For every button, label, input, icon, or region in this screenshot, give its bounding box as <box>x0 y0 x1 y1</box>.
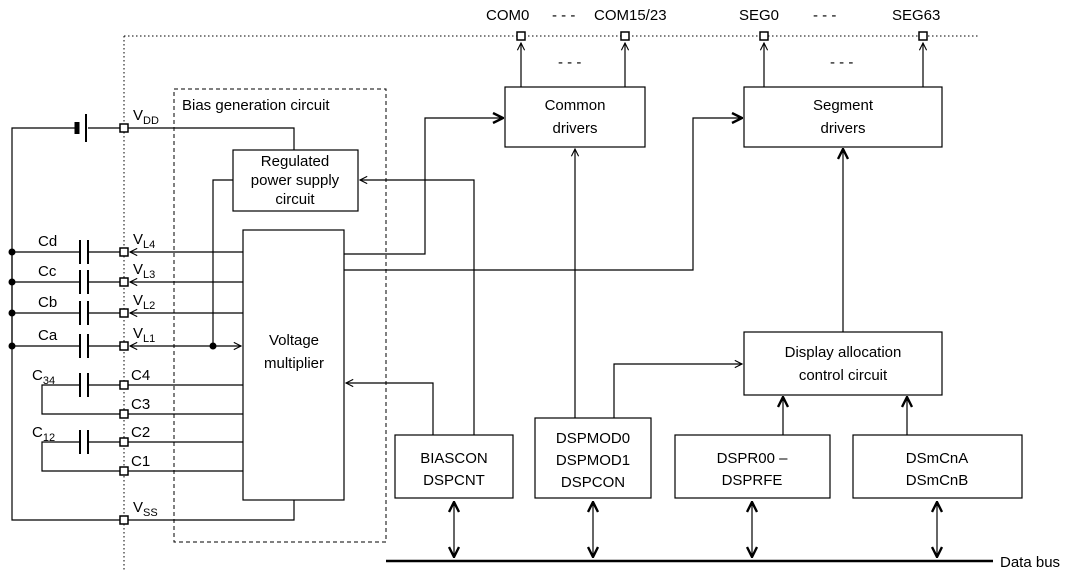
voltage-multiplier-line1: Voltage <box>269 332 319 349</box>
pin-vl2 <box>119 308 129 318</box>
vdd-supply-wire <box>128 127 295 150</box>
regulator-feed-junction <box>209 342 217 350</box>
common-drivers-line2: drivers <box>552 120 597 137</box>
voltage-multiplier-line2: multiplier <box>264 355 324 372</box>
battery-negative-wire <box>11 127 120 521</box>
display-allocation-line2: control circuit <box>799 367 888 384</box>
dsmcn-register-block <box>852 434 1023 499</box>
voltage-multiplier-block <box>242 229 345 501</box>
cap-label-cd: Cd <box>38 233 57 250</box>
regulated-supply-line1: Regulated <box>261 153 329 170</box>
dspmod-register-block <box>534 417 652 499</box>
regulated-supply-line2: power supply <box>251 172 340 189</box>
arrow-dspmod-to-allocation <box>613 364 742 418</box>
c34-wire-loop <box>41 384 243 415</box>
dspmod-line1: DSPMOD0 <box>556 430 630 447</box>
segment-drivers-line1: Segment <box>813 97 874 114</box>
pin-label-com-dash: - - - <box>552 7 575 24</box>
dsmcn-line1: DSmCnA <box>906 450 969 467</box>
pin-label-seg-dash: - - - <box>813 7 836 24</box>
pin-vdd <box>119 123 129 133</box>
segment-drivers-line2: drivers <box>820 120 865 137</box>
biascon-register-block <box>394 434 514 499</box>
pin-label-vdd: VDD <box>133 107 159 127</box>
rail-junction-vl3 <box>8 278 16 286</box>
pin-com0 <box>516 31 526 41</box>
pin-label-vl2: VL2 <box>133 292 155 312</box>
pin-vl4 <box>119 247 129 257</box>
dspr-line2: DSPRFE <box>722 472 783 489</box>
pin-label-c3: C3 <box>131 396 150 413</box>
regulated-power-supply-block <box>232 149 359 212</box>
pin-seg0 <box>759 31 769 41</box>
common-drivers-block <box>504 86 646 148</box>
pin-label-vl4: VL4 <box>133 231 155 251</box>
display-allocation-line1: Display allocation <box>785 344 902 361</box>
pin-label-seg63: SEG63 <box>892 7 940 24</box>
bold-line-to-common-drivers <box>344 118 503 255</box>
cap-label-cc: Cc <box>38 263 57 280</box>
pin-c2 <box>119 437 129 447</box>
biascon-line2: DSPCNT <box>423 472 485 489</box>
vss-wire <box>128 500 295 521</box>
data-bus-label: Data bus <box>1000 554 1060 571</box>
pin-com15-23 <box>620 31 630 41</box>
pin-label-vss: VSS <box>133 499 158 519</box>
pin-seg63 <box>918 31 928 41</box>
rail-junction-vl4 <box>8 248 16 256</box>
pin-label-vl3: VL3 <box>133 261 155 281</box>
cap-label-c34: C34 <box>32 367 55 387</box>
dspmod-line3: DSPCON <box>561 474 625 491</box>
pin-label-com15-23: COM15/23 <box>594 7 667 24</box>
seg-middle-dash: - - - <box>830 54 853 71</box>
bias-generation-title: Bias generation circuit <box>182 97 330 114</box>
pin-label-c1: C1 <box>131 453 150 470</box>
cap-label-c12: C12 <box>32 424 55 444</box>
rail-junction-vl2 <box>8 309 16 317</box>
pin-label-seg0: SEG0 <box>739 7 779 24</box>
pin-label-c2: C2 <box>131 424 150 441</box>
bias-generation-region <box>173 88 387 543</box>
rail-junction-vl1 <box>8 342 16 350</box>
regulated-supply-line3: circuit <box>275 191 315 208</box>
pin-label-c4: C4 <box>131 367 150 384</box>
common-drivers-line1: Common <box>545 97 606 114</box>
regulator-feed-wire <box>212 179 233 346</box>
pin-vl3 <box>119 277 129 287</box>
bold-line-to-segment-drivers <box>344 118 742 271</box>
display-allocation-block <box>743 331 943 396</box>
segment-drivers-block <box>743 86 943 148</box>
arrow-biascon-to-multiplier <box>346 383 434 435</box>
biascon-line1: BIASCON <box>420 450 488 467</box>
dspr-line1: DSPR00 – <box>717 450 789 467</box>
dspr-register-block <box>674 434 831 499</box>
dspmod-line2: DSPMOD1 <box>556 452 630 469</box>
pin-c4 <box>119 380 129 390</box>
com-middle-dash: - - - <box>558 54 581 71</box>
pin-label-com0: COM0 <box>486 7 529 24</box>
cap-label-cb: Cb <box>38 294 57 311</box>
pin-c1 <box>119 466 129 476</box>
pin-c3 <box>119 409 129 419</box>
pin-vss <box>119 515 129 525</box>
c12-wire-loop <box>41 441 243 472</box>
dsmcn-line2: DSmCnB <box>906 472 969 489</box>
pin-label-vl1: VL1 <box>133 325 155 345</box>
pin-vl1 <box>119 341 129 351</box>
arrow-biascon-to-regulator <box>360 180 475 435</box>
cap-label-ca: Ca <box>38 327 58 344</box>
